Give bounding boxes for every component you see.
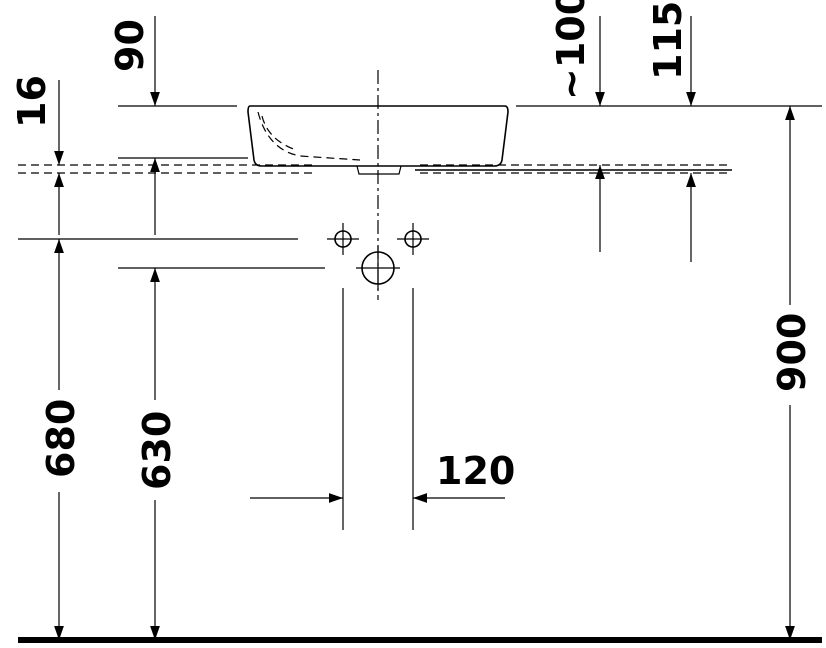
washbasin (247, 105, 509, 175)
dimension-label-120: 120 (436, 449, 515, 493)
dimension-label-630: 630 (135, 411, 179, 490)
reference-lines (18, 105, 822, 530)
worktop-lines (18, 164, 732, 174)
dimension-label-90: 90 (108, 19, 152, 72)
dimension-label-680: 680 (39, 399, 83, 478)
water-supply-connection-right (397, 223, 429, 255)
dimension-label-115: 115 (646, 1, 690, 80)
water-supply-connection-left (327, 223, 359, 255)
drain-connection (356, 246, 400, 290)
dimension-label-900: 900 (770, 313, 814, 392)
dimension-label-16: 16 (10, 75, 54, 128)
dimension-label-100: ~100 (549, 0, 593, 100)
dimension-arrows (54, 16, 795, 640)
